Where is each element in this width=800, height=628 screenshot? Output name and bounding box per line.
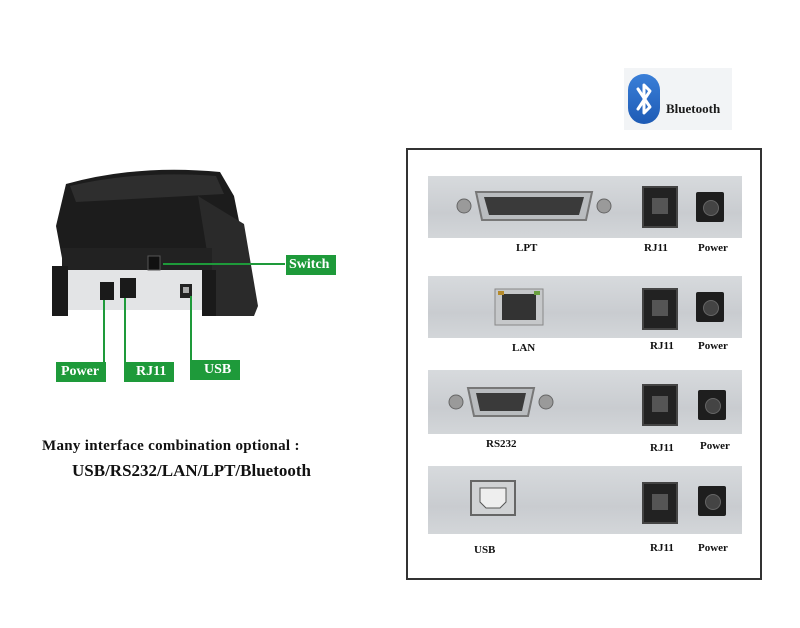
variant-lpt-port-label: LPT	[516, 242, 538, 254]
variant-usb-rj11-label: RJ11	[650, 542, 674, 554]
variant-lan-port-label: LAN	[512, 342, 536, 354]
variant-rs232-power-jack	[698, 390, 726, 420]
variant-lan-image	[428, 276, 742, 338]
variant-lpt-power-jack	[696, 192, 724, 222]
bluetooth-icon	[628, 74, 660, 124]
bluetooth-label: Bluetooth	[666, 101, 721, 116]
rj11-callout: RJ11	[124, 362, 174, 382]
variant-usb-rj11-port	[642, 482, 678, 524]
power-leader-line	[103, 300, 105, 364]
variant-lan-power-jack	[696, 292, 724, 322]
variant-rs232-rj11-port	[642, 384, 678, 426]
variant-lan-power-label: Power	[698, 340, 728, 352]
usb-leader-line	[190, 296, 192, 362]
variant-lan-rj11-label: RJ11	[650, 340, 674, 352]
variant-lan-rj11-port	[642, 288, 678, 330]
variant-usb-image	[428, 466, 742, 534]
variant-usb-port-label: USB	[474, 544, 496, 556]
rj11-leader-line	[124, 298, 126, 364]
variant-rs232-rj11-label: RJ11	[650, 442, 674, 454]
interface-options-panel: LPT RJ11 Power LAN RJ11 Power RS232 RJ11…	[406, 148, 762, 580]
printer-image	[48, 166, 264, 322]
bluetooth-logo: Bluetooth	[624, 68, 732, 130]
variant-usb-power-jack	[698, 486, 726, 516]
variant-rs232-power-label: Power	[700, 440, 730, 452]
variant-usb-power-label: Power	[698, 542, 728, 554]
caption-line-1: Many interface combination optional :	[42, 438, 300, 454]
variant-lpt-rj11-port	[642, 186, 678, 228]
variant-lpt-rj11-label: RJ11	[644, 242, 668, 254]
switch-callout: Switch	[286, 255, 336, 275]
usb-callout: USB	[190, 360, 240, 380]
variant-rs232-image	[428, 370, 742, 434]
variant-lpt-image	[428, 176, 742, 238]
switch-leader-line	[163, 263, 285, 265]
variant-lpt-power-label: Power	[698, 242, 728, 254]
variant-rs232-port-label: RS232	[486, 438, 517, 450]
power-callout: Power	[56, 362, 106, 382]
caption-line-2: USB/RS232/LAN/LPT/Bluetooth	[72, 461, 311, 480]
